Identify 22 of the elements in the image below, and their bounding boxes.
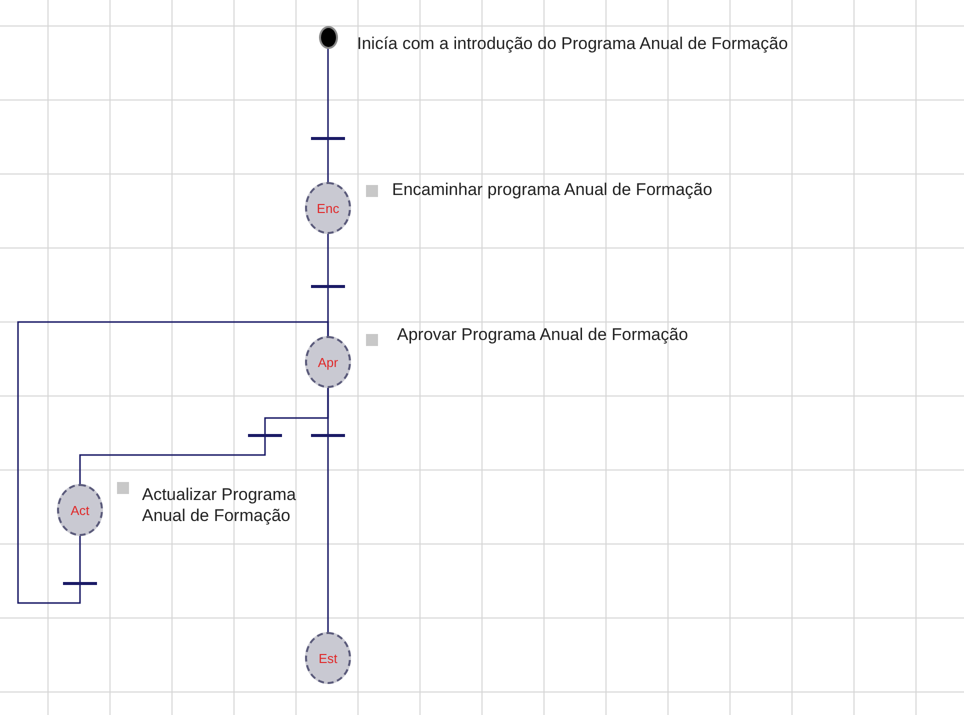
- transition-bar: [63, 582, 97, 584]
- transition-bar: [311, 284, 345, 288]
- transition-bar: [248, 434, 282, 436]
- place-circle: Apr: [305, 336, 351, 388]
- node-caption: Encaminhar programa Anual de Formação: [392, 179, 712, 200]
- connector-line: [327, 48, 329, 138]
- node-caption: Actualizar Programa Anual de Formação: [142, 484, 298, 526]
- place-circle: Est: [305, 632, 351, 684]
- transition-bar: [311, 136, 345, 140]
- transition-bar: [311, 434, 345, 436]
- node-caption: Aprovar Programa Anual de Formação: [397, 324, 688, 345]
- connector-line: [327, 435, 329, 632]
- start-circle: [318, 26, 338, 48]
- place-circle: Enc: [305, 182, 351, 234]
- connector-line: [79, 536, 81, 583]
- connector-line: [327, 138, 329, 182]
- place-circle: Act: [57, 484, 103, 536]
- connector-line: [79, 435, 266, 484]
- connector-line: [17, 321, 329, 604]
- connector-line: [327, 234, 329, 286]
- node-caption: Inicía com a introdução do Programa Anual de Formação: [357, 33, 788, 54]
- connector-line: [327, 388, 329, 435]
